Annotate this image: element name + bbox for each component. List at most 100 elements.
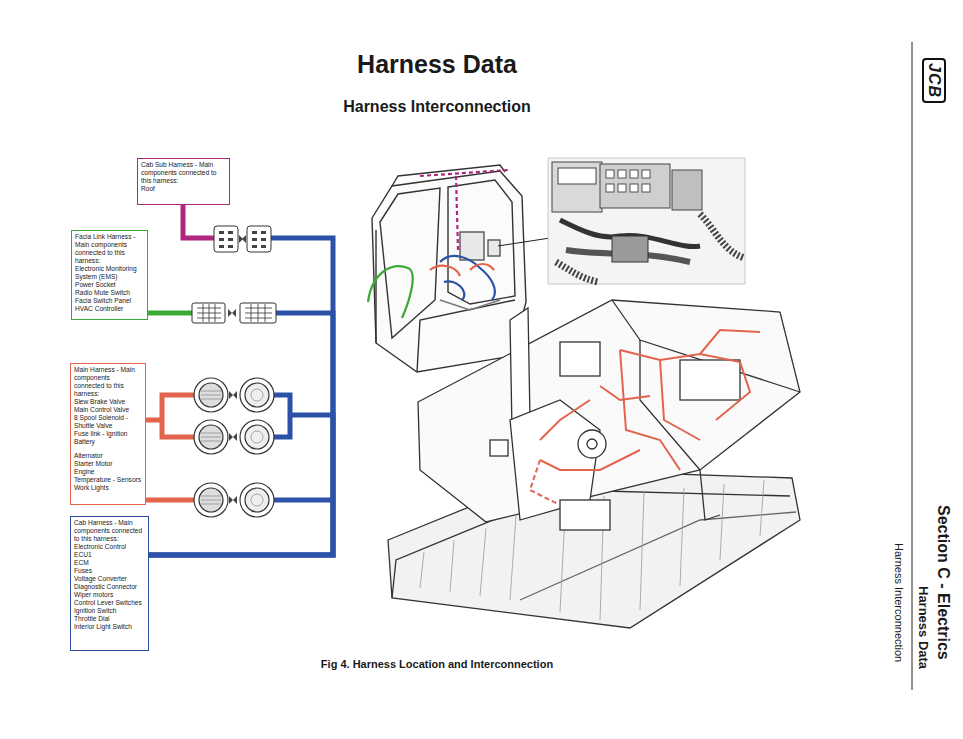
component-item: Main Control Valve bbox=[74, 406, 142, 414]
round-connector-pairs-part-part bbox=[251, 431, 263, 443]
round-connector-pairs-part-part bbox=[194, 483, 228, 517]
excavator-drawing-part bbox=[418, 300, 800, 522]
harness-wire bbox=[149, 395, 333, 555]
rect-connector-pair-part-part bbox=[203, 304, 204, 322]
component-item: HVAC Controller bbox=[75, 305, 144, 313]
excavator-drawing-part-part bbox=[720, 484, 724, 560]
cab-drawing-part bbox=[375, 230, 376, 343]
machine-wiring-part bbox=[716, 362, 750, 420]
round-connector-pairs-part-part bbox=[233, 496, 237, 504]
inset-photo-part bbox=[552, 162, 602, 212]
inset-photo-part-part bbox=[606, 170, 614, 178]
excavator-drawing bbox=[388, 300, 800, 628]
inset-photo-part-part bbox=[618, 170, 626, 178]
rect-connector-pair-part bbox=[240, 303, 276, 323]
excavator-drawing-part bbox=[560, 342, 600, 376]
rect-connector-pair-part-part bbox=[261, 231, 266, 234]
harness-box: Facia Link Harness - Main components con… bbox=[71, 230, 148, 320]
round-connector-pairs-part-part bbox=[201, 496, 221, 497]
excavator-drawing-part bbox=[700, 470, 720, 520]
excavator-drawing-part bbox=[510, 308, 530, 430]
cab-wiring-part bbox=[498, 238, 550, 246]
round-connector-pairs bbox=[194, 378, 274, 517]
machine-wiring bbox=[530, 330, 760, 505]
cab-wiring-part bbox=[440, 256, 495, 300]
rect-connector-pair-part bbox=[214, 226, 238, 252]
component-item: Fuse link - Ignition Battery bbox=[74, 430, 142, 446]
excavator-drawing-part bbox=[490, 440, 508, 456]
harness-connector bbox=[146, 393, 333, 556]
excavator-drawing-part bbox=[578, 430, 606, 458]
round-connector-pairs-part-part bbox=[229, 391, 233, 399]
round-connector-pairs-part-part bbox=[240, 483, 274, 517]
round-connector-pairs-part-part bbox=[251, 494, 263, 506]
excavator-drawing-part-part bbox=[480, 528, 486, 596]
rect-connector-pair-part bbox=[192, 303, 225, 323]
round-connector-pairs-part-part bbox=[229, 433, 233, 441]
cab-wiring-part bbox=[456, 176, 458, 250]
component-item: Interior Light Switch bbox=[74, 623, 145, 631]
component-item: Throttle Dial bbox=[74, 615, 145, 623]
figure-caption: Fig 4. Harness Location and Interconnect… bbox=[0, 658, 874, 670]
harness-heading: Cab Sub Harness - Main components connec… bbox=[141, 161, 226, 185]
inset-photo-part-part bbox=[606, 184, 614, 192]
component-item: Work Lights bbox=[74, 484, 142, 492]
inset-photo-part-part bbox=[642, 184, 650, 192]
harness-wire bbox=[183, 205, 214, 238]
inset-photo-part-part bbox=[630, 184, 638, 192]
rect-connector-pair-part-part bbox=[215, 304, 216, 322]
rect-connector-pair-part-part bbox=[245, 318, 272, 319]
component-item: Roof bbox=[141, 185, 226, 193]
inset-photo-part-part bbox=[618, 184, 626, 192]
rect-connector-pair-part-part bbox=[228, 309, 232, 317]
round-connector-pairs-part-part bbox=[194, 378, 228, 412]
rect-connector-pair-part-part bbox=[261, 245, 266, 248]
harness-wire bbox=[148, 311, 193, 316]
inset-photo-part-part bbox=[630, 170, 638, 178]
inset-photo-part bbox=[700, 214, 744, 258]
machine-wiring-part bbox=[700, 330, 760, 354]
round-connector-pairs-part-part bbox=[201, 504, 221, 505]
excavator-drawing-part bbox=[560, 500, 610, 530]
harness-connector bbox=[148, 313, 333, 555]
round-connector-pairs-part-part bbox=[201, 395, 221, 396]
round-connector-pairs-part bbox=[229, 391, 237, 504]
cab-drawing-part bbox=[440, 300, 500, 310]
excavator-drawing-part-part bbox=[680, 488, 684, 586]
rect-connector-pair-part bbox=[219, 231, 266, 248]
cab-drawing-part bbox=[380, 188, 440, 338]
component-item: Diagnostic Connector bbox=[74, 583, 145, 591]
rect-connector-pair-part-part bbox=[265, 304, 266, 322]
rect-connector-pair-part-part bbox=[258, 304, 259, 322]
cab-wiring-part bbox=[420, 170, 508, 176]
rect-connector-pair-part-part bbox=[219, 231, 224, 234]
rect-connector-pair bbox=[192, 303, 276, 323]
excavator-drawing-part-part bbox=[760, 480, 764, 536]
component-item: Electronic Control bbox=[74, 543, 145, 551]
round-connector-pairs-part-part bbox=[194, 420, 228, 454]
cab-drawing-part bbox=[488, 240, 500, 256]
rect-connector-pair-part-part bbox=[251, 304, 252, 322]
section-topic: Harness Interconnection bbox=[893, 543, 905, 662]
machine-wiring-part bbox=[620, 350, 680, 470]
harness-wire bbox=[146, 393, 194, 501]
inset-photo bbox=[548, 158, 745, 284]
rect-connector-pair-part-part bbox=[228, 238, 233, 241]
round-connector-pairs-part-part bbox=[201, 500, 221, 501]
round-connector-pairs-part-part bbox=[199, 488, 223, 512]
component-item: Radio Mute Switch bbox=[75, 289, 144, 297]
cab-wiring-part bbox=[470, 264, 494, 270]
harness-box: Cab Sub Harness - Main components connec… bbox=[137, 158, 230, 205]
inset-photo-part bbox=[556, 262, 598, 282]
round-connector-pairs-part-part bbox=[201, 391, 221, 392]
inset-photo-part bbox=[558, 168, 596, 184]
excavator-drawing-part-part bbox=[420, 552, 424, 588]
component-item: Facia Switch Panel bbox=[75, 297, 144, 305]
cab-wiring-part bbox=[444, 281, 464, 300]
rect-connector-pair-part-part bbox=[252, 245, 257, 248]
component-item: Engine bbox=[74, 468, 142, 476]
inset-photo-part bbox=[600, 164, 670, 208]
cab-drawing-part bbox=[392, 165, 505, 186]
round-connector-pairs-part-part bbox=[201, 441, 221, 442]
